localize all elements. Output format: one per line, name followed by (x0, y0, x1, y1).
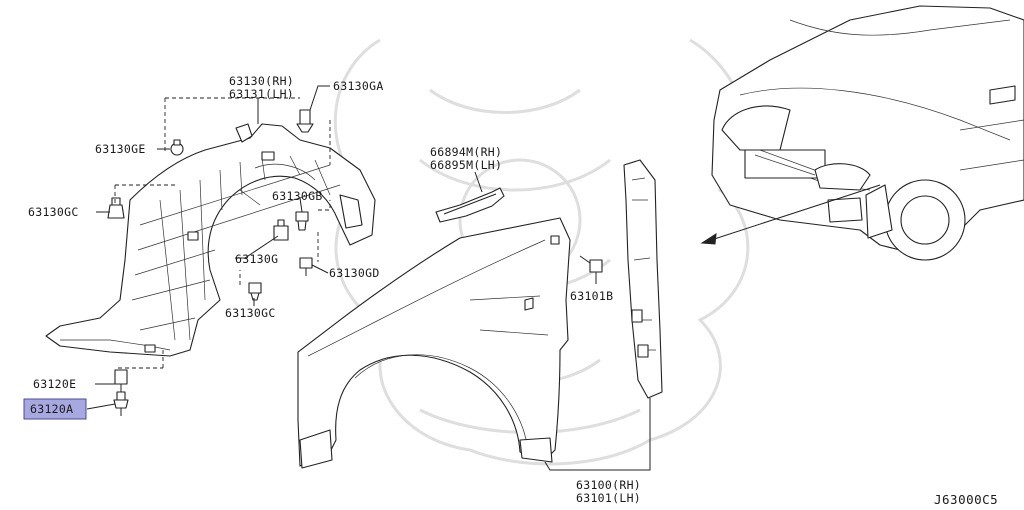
label-63130gb[interactable]: 63130GB (272, 189, 323, 203)
fender-liner-63130 (45, 123, 376, 357)
front-fender-63100 (297, 217, 571, 469)
location-arrow (700, 184, 881, 245)
label-63101b[interactable]: 63101B (570, 289, 613, 303)
label-63101-lh[interactable]: 63101(LH) (576, 491, 641, 505)
label-63130gc-left[interactable]: 63130GC (28, 205, 79, 219)
label-63130gc-bottom[interactable]: 63130GC (225, 306, 276, 320)
label-63100-rh[interactable]: 63100(RH) (576, 478, 641, 492)
clip-63120e (114, 369, 128, 385)
liner-leader-lines (86, 85, 331, 410)
fender-leader-63100 (544, 398, 651, 471)
label-63120a[interactable]: 63120A (30, 402, 73, 416)
label-66895m-lh[interactable]: 66895M(LH) (430, 158, 502, 172)
bolt-63101b (579, 255, 603, 284)
fender-seal-strip (623, 159, 663, 399)
label-63130-rh[interactable]: 63130(RH) (229, 74, 294, 88)
screw-63130gd (299, 257, 313, 276)
clip-63130ge (170, 139, 184, 156)
label-66894m-rh[interactable]: 66894M(RH) (430, 145, 502, 159)
bracket-leader (474, 171, 483, 193)
highlight-63120a (23, 398, 87, 420)
vehicle-overview (711, 5, 1024, 261)
label-63130gd[interactable]: 63130GD (329, 266, 380, 280)
clip-63130gb (295, 211, 309, 231)
clip-63130ga (296, 109, 314, 133)
label-63130g[interactable]: 63130G (235, 252, 278, 266)
label-63130ga[interactable]: 63130GA (333, 79, 384, 93)
label-63130ge[interactable]: 63130GE (95, 142, 146, 156)
label-63131-lh[interactable]: 63131(LH) (229, 87, 294, 101)
clip-63130gc-left (107, 197, 125, 219)
diagram-code: J63000C5 (934, 492, 998, 507)
fender-bracket-66894m (435, 187, 505, 223)
screw-63120a (113, 391, 129, 416)
label-63120e[interactable]: 63120E (33, 377, 76, 391)
clip-63130gc-bottom (248, 282, 262, 301)
